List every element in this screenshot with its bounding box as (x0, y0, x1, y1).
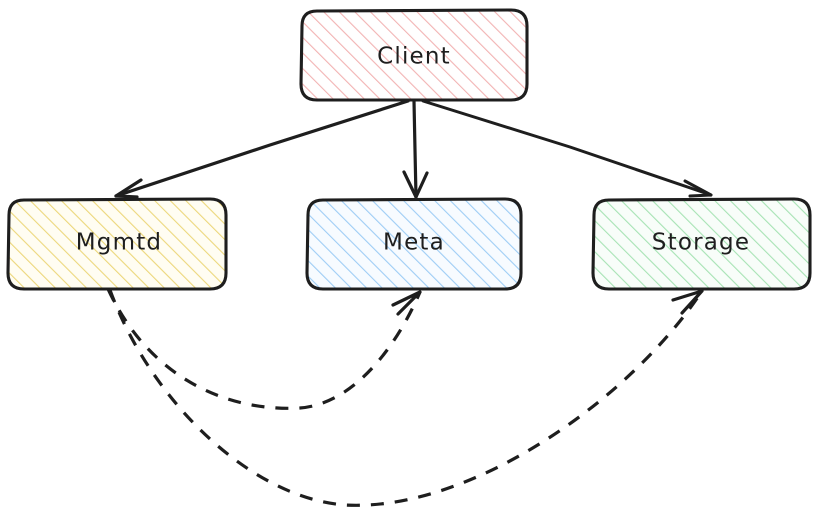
edge-client-to-mgmtd (114, 99, 410, 199)
node-meta-outline (305, 197, 523, 291)
edge-client-to-storage (421, 99, 713, 198)
node-client-label: Client (377, 44, 451, 70)
node-storage-fill (593, 199, 810, 289)
node-storage-outline (591, 197, 812, 291)
node-client-outline (299, 8, 529, 102)
node-meta[interactable]: Meta (305, 197, 523, 291)
node-meta-fill (307, 199, 521, 289)
node-mgmtd[interactable]: Mgmtd (6, 197, 228, 291)
node-storage[interactable]: Storage (591, 197, 812, 291)
node-mgmtd-outline (6, 197, 228, 291)
node-meta-label: Meta (383, 230, 445, 256)
edge-mgmtd-to-meta (106, 288, 422, 410)
edge-client-to-meta (402, 99, 429, 199)
edge-mgmtd-to-storage (108, 289, 704, 507)
node-client[interactable]: Client (299, 8, 529, 102)
node-mgmtd-fill (8, 199, 226, 289)
node-client-fill (301, 10, 527, 100)
node-mgmtd-label: Mgmtd (76, 230, 162, 256)
node-storage-label: Storage (652, 230, 750, 256)
